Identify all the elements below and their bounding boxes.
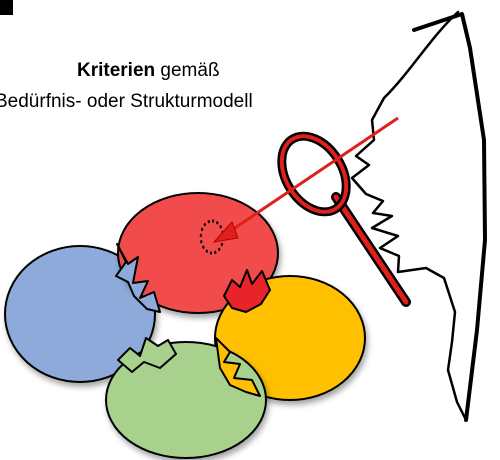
head-profile-outline <box>350 10 487 422</box>
blue-blob <box>4 245 156 383</box>
red-spike <box>223 269 271 313</box>
caption-keyword: Kriterien <box>77 60 156 81</box>
yellow-spike <box>215 337 261 397</box>
caption-line-1: Kriterien gemäß <box>77 57 220 85</box>
green-spike <box>117 337 177 373</box>
caption-line-2: Bedürfnis- oder Strukturmodell <box>0 91 253 112</box>
blob-spikes <box>115 243 271 397</box>
sight-line-arrow <box>212 116 399 243</box>
blue-spike <box>115 243 161 313</box>
caption-line-1-rest: gemäß <box>155 60 220 81</box>
corner-mark <box>0 0 13 15</box>
red-blob <box>117 192 279 314</box>
